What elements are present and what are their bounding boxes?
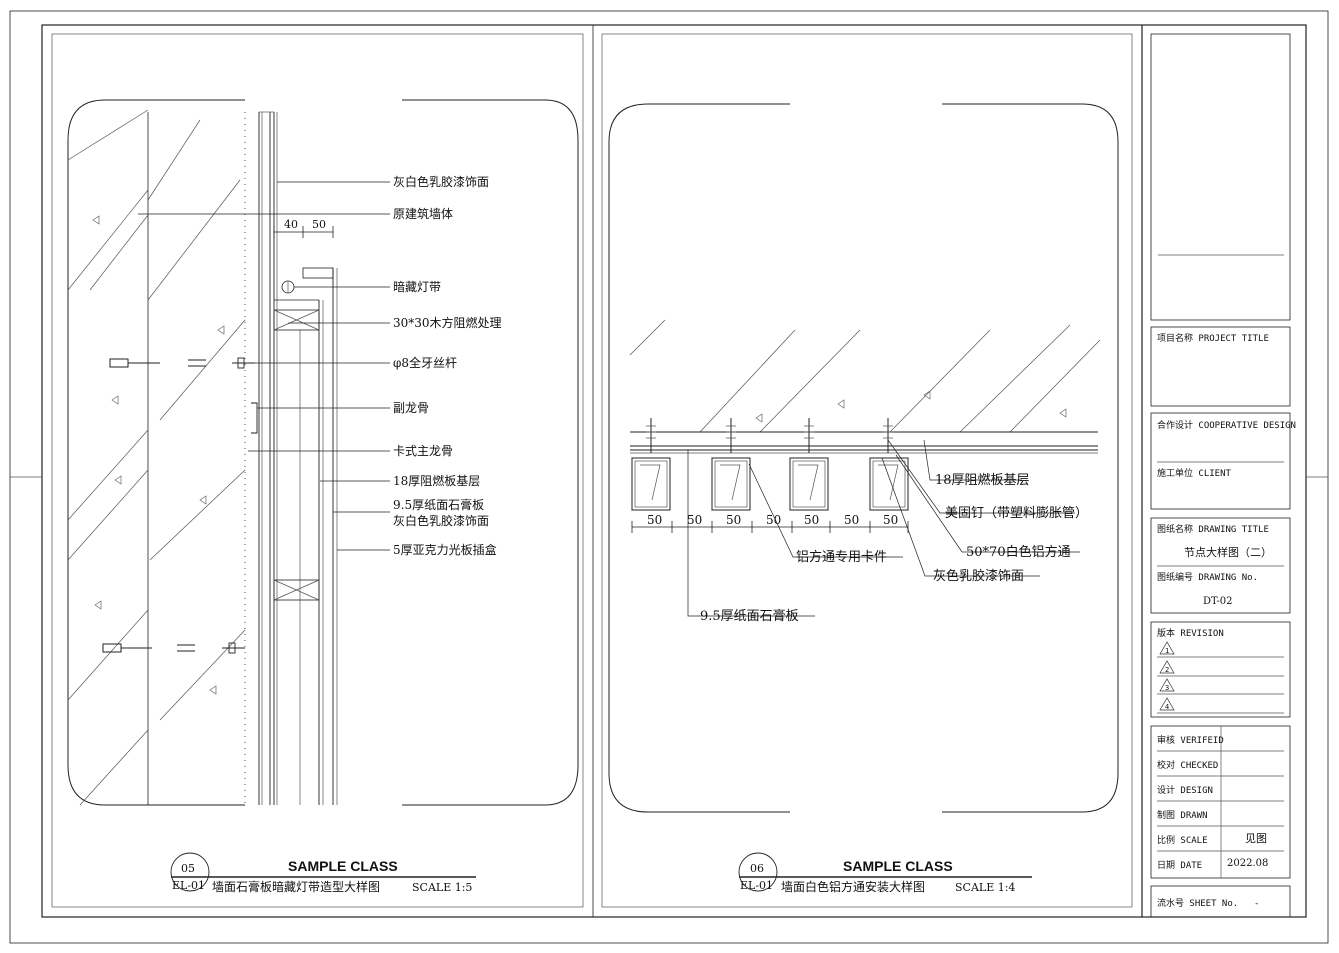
date-label: 日期 DATE: [1157, 860, 1202, 871]
tube-2: [711, 457, 751, 511]
callout-wood-batten: 30*30木方阻燃处理: [393, 315, 502, 330]
dim-1: 50: [647, 513, 662, 527]
callout-clip: 铝方通专用卡件: [796, 549, 887, 565]
scale-value: 见图: [1245, 832, 1267, 845]
tube-1: [631, 457, 671, 511]
tube-3: [789, 457, 829, 511]
detail-caption: 墙面石膏板暗藏灯带造型大样图: [212, 879, 380, 894]
revision-3: 3: [1165, 684, 1169, 692]
detail-scale: SCALE 1:4: [955, 881, 1015, 894]
callout-finish-2: 灰白色乳胶漆饰面: [393, 513, 489, 528]
right-panel-frame: [601, 33, 1133, 908]
callout-gypsum: 9.5厚纸面石膏板: [700, 608, 799, 624]
title-block: 项目名称 PROJECT TITLE 合作设计 COOPERATIVE DESI…: [1150, 33, 1296, 918]
revision-1: 1: [1165, 647, 1169, 655]
revision-4: 4: [1165, 703, 1169, 711]
dim-40: 40: [284, 218, 298, 231]
revision-1-icon: [1159, 641, 1175, 655]
verified-label: 审核 VERIFEID: [1157, 734, 1224, 746]
dim-5: 50: [804, 513, 819, 527]
sheet-label: 流水号 SHEET No.: [1157, 897, 1238, 909]
detail-tag-num: 06: [750, 862, 764, 875]
outer-border: [9, 10, 1329, 944]
tube-4: [869, 457, 909, 511]
callout-screw: 美固钉（带塑料膨胀管）: [945, 506, 1088, 521]
inner-border: [41, 24, 1307, 918]
sheet-value: -: [1254, 899, 1259, 909]
callout-acrylic: 5厚亚克力光板插盒: [393, 542, 497, 557]
dim-4: 50: [766, 513, 781, 527]
anchor-bolt-bottom: [102, 642, 245, 654]
dim-6: 50: [844, 513, 859, 527]
drawn-label: 制图 DRAWN: [1157, 809, 1208, 821]
detail-class-name: SAMPLE CLASS: [843, 858, 953, 874]
anchor-4: [883, 418, 893, 453]
detail-scale: SCALE 1:5: [412, 881, 472, 894]
dim-2: 50: [687, 513, 702, 527]
callout-gypsum: 9.5厚纸面石膏板: [393, 497, 484, 512]
client-label: 施工单位 CLIENT: [1157, 467, 1232, 479]
callout-light-strip: 暗藏灯带: [393, 279, 441, 294]
detail-class-name: SAMPLE CLASS: [288, 858, 398, 874]
revision-3-icon: [1159, 678, 1175, 692]
callout-secondary-keel: 副龙骨: [393, 401, 429, 415]
revision-2-icon: [1159, 660, 1175, 674]
right-detail: 50 50 50 50 50 50 50 18厚阻燃板基层 美固钉（带塑料膨胀管…: [608, 103, 1119, 894]
revision-4-icon: [1159, 697, 1175, 711]
drawing-no-value: DT-02: [1203, 596, 1233, 607]
detail-tag-circle: [738, 852, 778, 892]
date-value: 2022.08: [1227, 858, 1268, 869]
project-title-label: 项目名称 PROJECT TITLE: [1157, 332, 1269, 344]
detail-tag-ref: EL-01: [172, 879, 205, 892]
dim-3: 50: [726, 513, 741, 527]
callout-threaded-rod: φ8全牙丝杆: [393, 355, 457, 370]
callout-gray-finish: 灰色乳胶漆饰面: [933, 568, 1024, 584]
drawing-no-label: 图纸编号 DRAWING No.: [1157, 571, 1258, 583]
anchor-bolt-top: [109, 357, 255, 369]
left-detail: 40 50 灰白色乳胶漆饰面 原建筑墙体 暗藏灯带 30*30木方阻燃处理 φ8…: [67, 99, 579, 894]
anchor-3: [804, 418, 814, 453]
scale-label: 比例 SCALE: [1157, 834, 1208, 846]
callout-wall: 原建筑墙体: [393, 206, 453, 221]
checked-label: 校对 CHECKED: [1157, 759, 1218, 771]
left-panel-frame: [51, 33, 584, 908]
drawing-title-value: 节点大样图（二）: [1184, 545, 1272, 559]
design-label: 设计 DESIGN: [1157, 784, 1213, 796]
anchor-2: [726, 418, 736, 453]
dim-7: 50: [883, 513, 898, 527]
logo-box: [1150, 33, 1291, 321]
cooperative-label: 合作设计 COOPERATIVE DESIGN: [1157, 419, 1296, 431]
drawing-title-label: 图纸名称 DRAWING TITLE: [1157, 523, 1269, 535]
detail-tag-num: 05: [181, 862, 195, 875]
dim-50: 50: [312, 218, 326, 231]
callout-base-board: 18厚阻燃板基层: [393, 473, 480, 488]
callout-finish: 灰白色乳胶漆饰面: [393, 174, 489, 189]
anchor-1: [646, 418, 656, 453]
revision-label: 版本 REVISION: [1157, 627, 1224, 639]
detail-caption: 墙面白色铝方通安装大样图: [781, 879, 925, 894]
revision-2: 2: [1165, 666, 1169, 674]
callout-aluminum-tube: 50*70白色铝方通: [966, 544, 1071, 560]
detail-tag-circle: [170, 852, 210, 892]
callout-base-board: 18厚阻燃板基层: [935, 472, 1030, 488]
detail-tag-ref: EL-01: [740, 879, 773, 892]
callout-main-keel: 卡式主龙骨: [393, 444, 453, 458]
